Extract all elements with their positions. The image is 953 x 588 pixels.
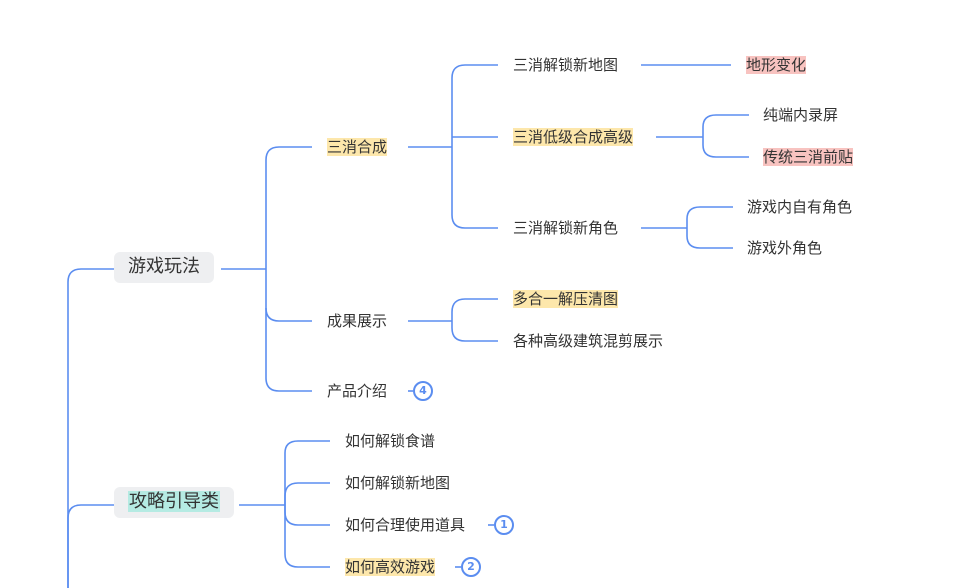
node-screen-record-label: 纯端内录屏 (763, 106, 839, 124)
node-in-game-role[interactable]: 游戏内自有角色 (746, 198, 853, 217)
node-game-play-label: 游戏玩法 (128, 256, 200, 277)
node-out-game-role[interactable]: 游戏外角色 (746, 239, 823, 258)
node-game-play[interactable]: 游戏玩法 (114, 252, 214, 283)
collapsed-count-badge[interactable]: 2 (461, 557, 481, 577)
collapsed-count-badge[interactable]: 4 (413, 381, 433, 401)
collapsed-count-badge[interactable]: 1 (494, 515, 514, 535)
node-screen-record[interactable]: 纯端内录屏 (762, 106, 839, 125)
node-multi-merge-label: 多合一解压清图 (513, 290, 619, 308)
node-out-game-role-label: 游戏外角色 (747, 239, 823, 257)
node-terrain-label: 地形变化 (746, 56, 807, 74)
node-efficient-play[interactable]: 如何高效游戏 (344, 558, 436, 577)
node-unlock-new-map-label: 如何解锁新地图 (345, 474, 451, 492)
node-multi-merge[interactable]: 多合一解压清图 (512, 290, 619, 309)
node-in-game-role-label: 游戏内自有角色 (747, 198, 853, 216)
node-results-show[interactable]: 成果展示 (326, 312, 388, 331)
node-guide-label: 攻略引导类 (128, 491, 220, 512)
node-building-mix[interactable]: 各种高级建筑混剪展示 (512, 332, 664, 351)
node-product-intro-label: 产品介绍 (327, 382, 388, 400)
node-efficient-play-label: 如何高效游戏 (345, 558, 436, 576)
node-product-intro[interactable]: 产品介绍 (326, 382, 388, 401)
node-unlock-map-label: 三消解锁新地图 (513, 56, 619, 74)
node-building-mix-label: 各种高级建筑混剪展示 (513, 332, 664, 350)
node-terrain[interactable]: 地形变化 (745, 56, 807, 75)
node-classic-intro[interactable]: 传统三消前贴 (762, 148, 854, 167)
node-match3-merge[interactable]: 三消合成 (326, 138, 388, 157)
node-results-show-label: 成果展示 (327, 312, 388, 330)
node-low-merge-high[interactable]: 三消低级合成高级 (512, 128, 634, 147)
node-match3-merge-label: 三消合成 (327, 138, 388, 156)
node-unlock-recipe[interactable]: 如何解锁食谱 (344, 432, 436, 451)
node-unlock-map[interactable]: 三消解锁新地图 (512, 56, 619, 75)
node-unlock-new-map[interactable]: 如何解锁新地图 (344, 474, 451, 493)
node-unlock-role[interactable]: 三消解锁新角色 (512, 219, 619, 238)
node-unlock-recipe-label: 如何解锁食谱 (345, 432, 436, 450)
node-guide[interactable]: 攻略引导类 (114, 487, 234, 518)
node-classic-intro-label: 传统三消前贴 (763, 148, 854, 166)
node-unlock-role-label: 三消解锁新角色 (513, 219, 619, 237)
node-low-merge-high-label: 三消低级合成高级 (513, 128, 634, 146)
node-use-props-label: 如何合理使用道具 (345, 516, 466, 534)
node-use-props[interactable]: 如何合理使用道具 (344, 516, 466, 535)
